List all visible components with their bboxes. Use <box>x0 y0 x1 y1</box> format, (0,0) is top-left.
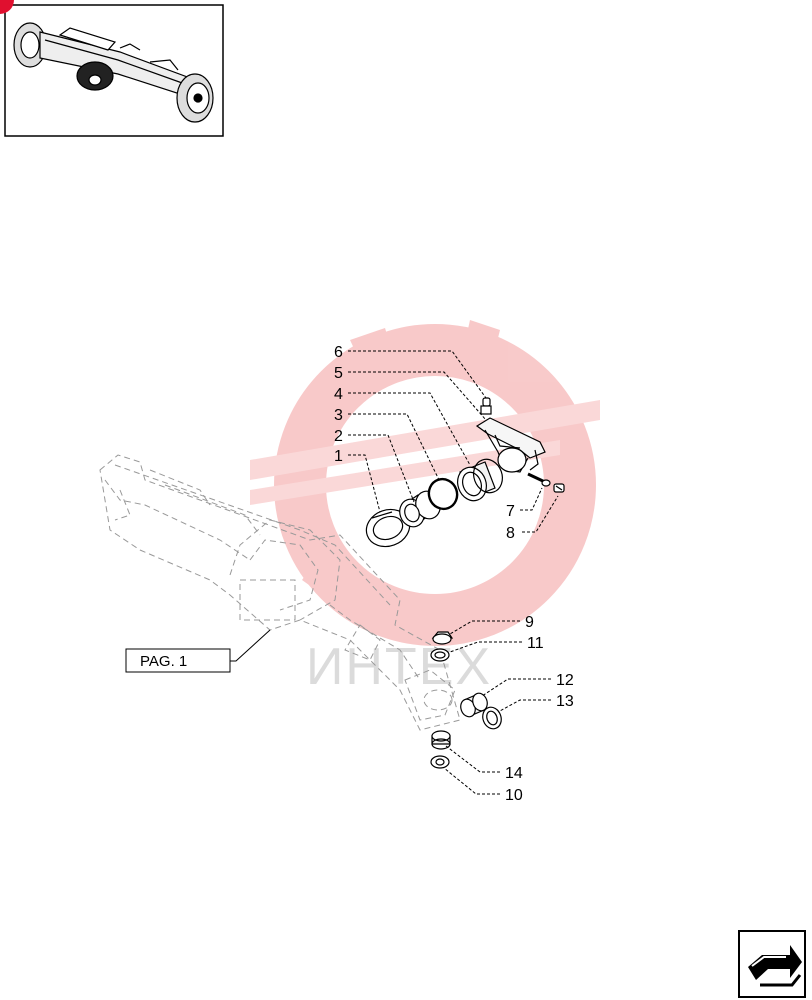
part-grease-fitting[interactable] <box>480 397 492 415</box>
part-o-ring[interactable] <box>425 475 462 513</box>
callout-13: 13 <box>556 693 574 710</box>
part-bearing[interactable] <box>458 691 489 719</box>
callout-5: 5 <box>334 365 343 382</box>
thumbnail-badge <box>0 0 14 14</box>
callout-14: 14 <box>505 765 523 782</box>
parts <box>361 397 565 769</box>
part-washer[interactable] <box>430 755 450 769</box>
part-support-bracket[interactable] <box>475 417 546 473</box>
callout-10: 10 <box>505 787 523 804</box>
callout-9: 9 <box>525 614 534 631</box>
callout-6: 6 <box>334 344 343 361</box>
leader-lines <box>348 350 559 795</box>
part-thrust-washer[interactable] <box>361 504 415 553</box>
callout-1: 1 <box>334 448 343 465</box>
watermark-gear-logo: ИНТЕХ <box>250 320 600 696</box>
page-reference-label: PAG. 1 <box>140 653 187 670</box>
part-seal[interactable] <box>430 648 450 662</box>
part-seal-ring[interactable] <box>480 705 504 732</box>
next-page-arrow-icon <box>748 945 802 987</box>
callout-12: 12 <box>556 672 574 689</box>
part-bolt[interactable] <box>527 472 551 487</box>
callout-labels: 6 5 4 3 2 1 7 8 9 11 12 13 14 10 <box>334 344 574 804</box>
callout-7: 7 <box>506 503 515 520</box>
thumbnail-panel[interactable] <box>0 0 224 137</box>
callout-4: 4 <box>334 386 343 403</box>
callout-2: 2 <box>334 428 343 445</box>
next-page-button[interactable] <box>738 930 806 998</box>
part-nut[interactable] <box>553 483 565 493</box>
callout-11: 11 <box>527 635 544 652</box>
watermark-text: ИНТЕХ <box>306 638 492 696</box>
part-bushing[interactable] <box>396 488 444 531</box>
part-cap[interactable] <box>431 631 454 645</box>
part-sleeve[interactable] <box>453 455 507 505</box>
axle-housing-outline <box>99 454 461 731</box>
part-small-bushing[interactable] <box>431 730 451 750</box>
callout-3: 3 <box>334 407 343 424</box>
callout-8: 8 <box>506 525 515 542</box>
page-reference-link[interactable]: PAG. 1 <box>125 629 271 673</box>
axle-assembly-thumbnail-icon <box>13 22 214 123</box>
